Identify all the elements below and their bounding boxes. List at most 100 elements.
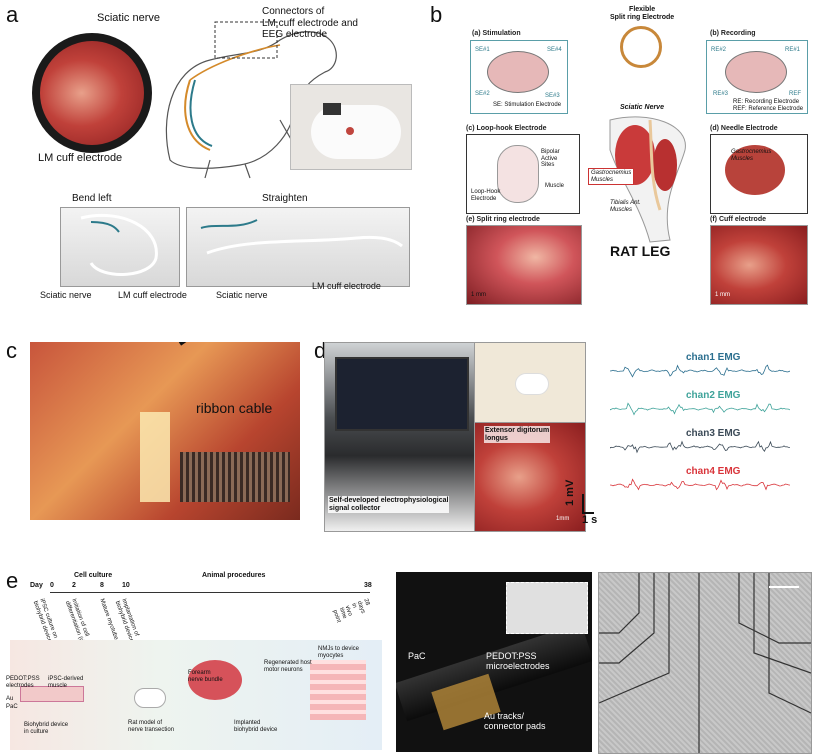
connectors-label: Connectors of LM cuff electrode and EEG … (262, 6, 358, 41)
panel-d: d Extensor digitorum longus Self-develop… (310, 330, 817, 540)
needle-box: Gastrocnemius Muscles (710, 134, 808, 214)
recording-box: RE#2 RE#1 RE#3 REF RE: Recording Electro… (706, 40, 808, 114)
se4-label: SE#4 (547, 47, 562, 54)
pedot-electrodes-label: PEDOT:PSS electrodes (6, 676, 40, 689)
panel-e: e Cell culture Animal procedures Day 0 2… (0, 560, 817, 755)
emg-signal-line (610, 365, 790, 377)
xray-sciatic-label-2: Sciatic nerve (216, 291, 268, 301)
day-0: 0 (50, 582, 54, 590)
bend-left-title: Bend left (72, 193, 111, 205)
xray-lm-cuff-label-1: LM cuff electrode (118, 291, 187, 301)
regenerated-label: Regenerated host motor neurons (264, 660, 312, 673)
emg-chan3-trace (610, 440, 790, 454)
event-1: iPSC culture on biohybrid device (32, 598, 59, 643)
photo-au-label: Au tracks/ connector pads (484, 712, 546, 732)
rat-leg-title: RAT LEG (610, 244, 670, 259)
gastrocnemius-label: Gastrocnemius Muscles (588, 168, 634, 185)
emg-chan2-name: chan2 EMG (686, 390, 740, 401)
panel-c-label: c (6, 338, 17, 364)
re1-label: RE#1 (785, 47, 800, 54)
day-2: 2 (72, 582, 76, 590)
emg-channels: chan1 EMG chan2 EMG chan3 EMG chan4 EMG (610, 352, 810, 522)
extensor-label: Extensor digitorum longus (484, 426, 550, 443)
day-38: 38 (364, 582, 372, 590)
nmjs-label: NMJs to device myocytes (318, 646, 359, 659)
se-legend: SE: Stimulation Electrode (493, 102, 561, 109)
muscle-label: Muscle (545, 183, 564, 190)
se2-label: SE#2 (475, 91, 490, 98)
panel-b: b Flexible Split ring Electrode (a) Stim… (420, 0, 817, 310)
emg-signal-line (610, 479, 790, 489)
bipolar-label: Bipolar Active Sites (541, 149, 560, 169)
panel-e-label: e (6, 568, 18, 594)
re-legend: RE: Recording Electrode REF: Reference E… (733, 99, 803, 112)
cuff-title: (f) Cuff electrode (710, 216, 766, 223)
stimulation-title: (a) Stimulation (472, 30, 521, 37)
day-10: 10 (122, 582, 130, 590)
event-5: 28 days in vivo time point (331, 598, 373, 624)
scale-s: 1 s (582, 514, 597, 526)
animal-procedures-label: Animal procedures (202, 572, 265, 580)
stimulation-box: SE#1 SE#4 SE#2 SE#3 SE: Stimulation Elec… (470, 40, 568, 114)
implanted-label: Implanted biohybrid device (234, 720, 277, 733)
straighten-title: Straighten (262, 193, 308, 205)
cell-culture-label: Cell culture (74, 572, 112, 580)
scale-mv: 1 mV (564, 480, 576, 506)
scale-f: 1 mm (715, 292, 730, 299)
panel-a-label: a (6, 2, 18, 28)
biohybrid-culture-label: Biohybrid device in culture (24, 722, 68, 735)
panel-c: c ribbon cable (0, 330, 310, 530)
ribbon-cable-photo (30, 342, 300, 520)
rat-head-photo (290, 84, 412, 170)
se1-label: SE#1 (475, 47, 490, 54)
se3-label: SE#3 (545, 93, 560, 100)
mouse-photo (474, 342, 586, 424)
photo-pedot-label: PEDOT:PSS microelectrodes (486, 652, 550, 672)
loop-hook-label: Loop-Hook Electrode (471, 189, 500, 202)
emg-signal-line (610, 403, 790, 414)
loop-hook-box: Bipolar Active Sites Muscle Loop-Hook El… (466, 134, 580, 214)
au-label: Au (6, 696, 13, 703)
split-ring-photo: 1 mm (466, 225, 582, 305)
photo-pac-label: PaC (408, 652, 426, 662)
emg-chan4-name: chan4 EMG (686, 466, 740, 477)
split-ring-e-title: (e) Split ring electrode (466, 216, 540, 223)
scale-bar (582, 494, 594, 514)
day-8: 8 (100, 582, 104, 590)
emg-chan3-name: chan3 EMG (686, 428, 740, 439)
emg-signal-line (610, 442, 790, 453)
panel-a: a Sciatic nerve LM cuff electrode Connec… (0, 0, 420, 310)
microelectrode-photo (598, 572, 812, 754)
scale-mm: 1mm (556, 516, 569, 523)
collector-label: Self-developed electrophysiological sign… (328, 496, 449, 513)
loop-hook-title: (c) Loop-hook Electrode (466, 125, 547, 132)
cuff-photo: 1 mm (710, 225, 808, 305)
gastrocnemius-d-label: Gastrocnemius Muscles (731, 149, 771, 162)
lm-cuff-label: LM cuff electrode (38, 152, 122, 165)
forearm-label: Forearm nerve bundle (188, 670, 223, 683)
emg-chan4-trace (610, 478, 790, 492)
emg-chan1-name: chan1 EMG (686, 352, 740, 363)
xray-sciatic-label-1: Sciatic nerve (40, 291, 92, 301)
recording-title: (b) Recording (710, 30, 756, 37)
xray-lm-cuff-label-2: LM cuff electrode (312, 282, 381, 292)
emg-chan2-trace (610, 402, 790, 416)
split-ring-title: Flexible Split ring Electrode (610, 6, 674, 21)
ref-label: REF (789, 91, 801, 98)
re3-label: RE#3 (713, 91, 728, 98)
day-label: Day (30, 582, 43, 590)
ribbon-cable-label: ribbon cable (196, 400, 272, 416)
timeline: Cell culture Animal procedures Day 0 2 8… (30, 572, 380, 642)
emg-chan1-trace (610, 364, 790, 378)
rat-model-label: Rat model of nerve transection (128, 720, 174, 733)
xray-straighten (186, 207, 410, 287)
needle-title: (d) Needle Electrode (710, 125, 778, 132)
sciatic-surgery-photo (32, 33, 152, 153)
scale-e: 1 mm (471, 292, 486, 299)
pac-label: PaC (6, 704, 18, 711)
re2-label: RE#2 (711, 47, 726, 54)
split-ring-icon (620, 26, 662, 68)
panel-b-label: b (430, 2, 442, 28)
tibialis-label: Tibialis Ant. Muscles (610, 200, 641, 213)
ipsc-muscle-label: iPSC-derived muscle (48, 676, 83, 689)
